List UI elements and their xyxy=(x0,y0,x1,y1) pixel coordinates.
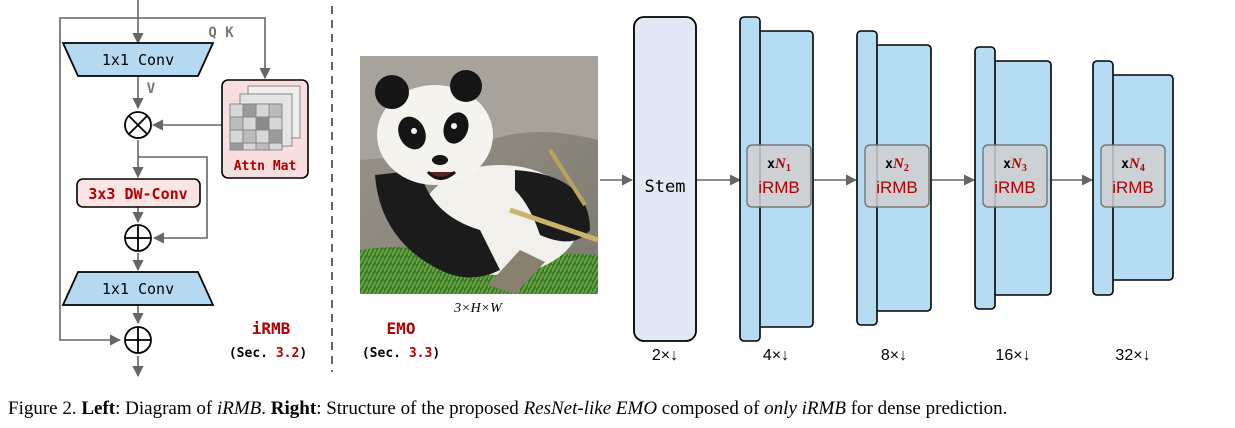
scale-label-stage-2: 8×↓ xyxy=(881,347,907,364)
caption-left-bold: Left xyxy=(81,398,116,419)
qk-label: Q K xyxy=(208,25,234,41)
caption-fig-number: Figure 2. xyxy=(8,398,82,419)
stem-label: Stem xyxy=(645,177,686,197)
stage-2: xN2 iRMB xyxy=(856,30,932,326)
stage-4: xN4 iRMB xyxy=(1092,60,1174,296)
stem-block: Stem xyxy=(633,16,697,342)
attn-mat-label: Attn Mat xyxy=(234,159,297,174)
stage-4-irmb-box xyxy=(1100,144,1166,208)
caption-text: for dense prediction. xyxy=(845,398,1008,419)
stage-1: xN1 iRMB xyxy=(739,16,814,342)
qk-branch-arrow xyxy=(138,17,271,80)
panda-image xyxy=(360,56,599,294)
caption-text: : Structure of the proposed xyxy=(316,398,524,419)
stage-2-repeat-label: xN2 xyxy=(885,156,909,174)
caption-italic: iRMB xyxy=(216,398,262,419)
caption-text: composed of xyxy=(657,398,765,419)
dwconv-block: 3x3 DW-Conv xyxy=(76,178,201,208)
scale-label-stem: 2×↓ xyxy=(652,347,678,364)
stage-3-repeat-label: xN3 xyxy=(1003,156,1027,174)
stage-3: xN3 iRMB xyxy=(974,46,1052,310)
stage-1-irmb-label: iRMB xyxy=(758,178,800,197)
attn-matrix-icon xyxy=(229,85,301,151)
stage-2-irmb-label: iRMB xyxy=(876,178,918,197)
stage-3-irmb-label: iRMB xyxy=(994,178,1036,197)
irmb-sec-ref: (Sec. 3.2) xyxy=(229,346,307,361)
attn-mat-block: Attn Mat xyxy=(221,79,309,179)
scale-label-stage-1: 4×↓ xyxy=(763,347,789,364)
conv-bottom-label: 1x1 Conv xyxy=(102,280,174,298)
outer-skip-arrow xyxy=(59,17,138,346)
conv-top-block: 1x1 Conv xyxy=(61,42,215,77)
image-size-label: 3×H×W xyxy=(453,301,503,316)
conv-top-label: 1x1 Conv xyxy=(102,51,174,69)
stage-4-irmb-label: iRMB xyxy=(1112,178,1154,197)
scale-label-stage-4: 32×↓ xyxy=(1115,347,1150,364)
stage-1-irmb-box xyxy=(746,144,812,208)
dwconv-label: 3x3 DW-Conv xyxy=(88,185,187,203)
multiply-icon xyxy=(124,111,152,139)
stage-3-irmb-box xyxy=(982,144,1048,208)
figure-caption: Figure 2. Left: Diagram of iRMB. Right: … xyxy=(8,398,1233,420)
emo-sec-ref: (Sec. 3.3) xyxy=(362,346,440,361)
add-icon xyxy=(124,224,152,252)
add-icon xyxy=(124,326,152,354)
irmb-title: iRMB xyxy=(252,319,291,338)
scale-label-stage-3: 16×↓ xyxy=(995,347,1030,364)
v-label: V xyxy=(147,81,156,97)
conv-bottom-block: 1x1 Conv xyxy=(61,271,215,306)
caption-text: : Diagram of xyxy=(115,398,217,419)
caption-right-bold: Right xyxy=(270,398,317,419)
inner-skip-arrow xyxy=(138,156,208,244)
stage-2-irmb-box xyxy=(864,144,930,208)
irmb-diagram xyxy=(59,0,271,378)
caption-text: . xyxy=(261,398,271,419)
stage-4-repeat-label: xN4 xyxy=(1121,156,1145,174)
emo-title: EMO xyxy=(387,319,416,338)
stage-1-repeat-label: xN1 xyxy=(767,156,791,174)
caption-italic: ResNet-like EMO xyxy=(523,398,658,419)
caption-italic: only iRMB xyxy=(764,398,846,419)
